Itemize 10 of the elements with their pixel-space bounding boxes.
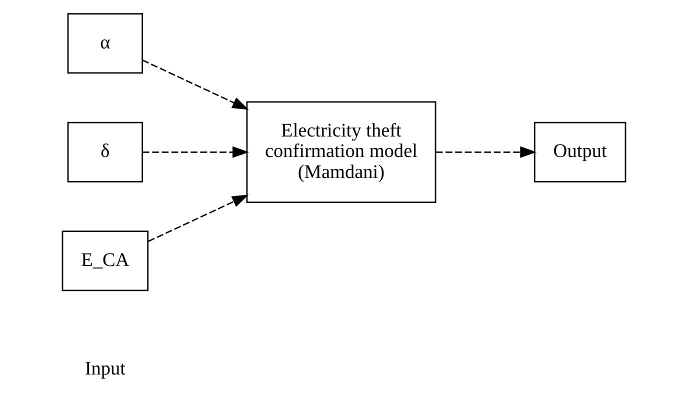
node-box: δ [67,122,144,182]
arrow [148,194,249,242]
label: Input [84,358,126,380]
arrow [436,146,537,158]
node-box: Output [534,122,626,182]
node-box: Electricity theft confirmation model (Mamdani) [246,101,436,204]
node-box: α [67,13,144,74]
arrow [142,60,249,110]
node-box: E_CA [62,230,149,292]
arrow [142,146,250,158]
